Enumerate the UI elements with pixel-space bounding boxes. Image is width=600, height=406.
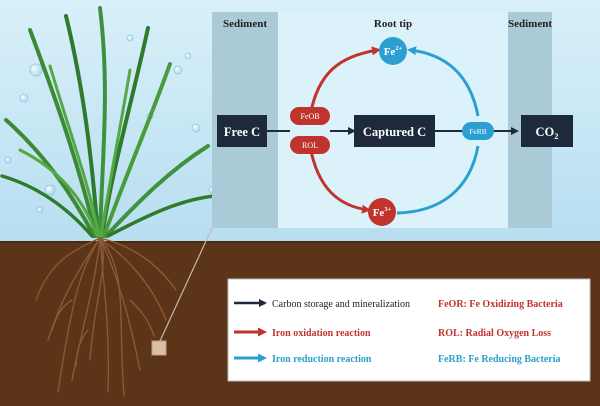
feob-badge-label: FeOB	[300, 112, 319, 121]
oxidation-arc-up	[308, 46, 381, 117]
legend-rol-text: ROL: Radial Oxygen Loss	[438, 328, 551, 339]
legend-feor-text: FeOR: Fe Oxidizing Bacteria	[438, 299, 563, 310]
fe2-circle	[379, 37, 407, 65]
fe3-circle	[368, 198, 396, 226]
feob-badge	[290, 107, 330, 125]
reduction-arc-lower	[396, 145, 480, 215]
ferb-badge	[462, 122, 494, 140]
node-free-c-label: Free C	[224, 125, 260, 139]
oxidation-arc-down	[308, 145, 371, 214]
fe3-base-text: Fe	[373, 207, 385, 219]
zone-label-center: Root tip	[374, 18, 412, 30]
node-free-c-box	[217, 115, 267, 147]
node-co2-box	[521, 115, 573, 147]
fe2-base-text: Fe	[384, 46, 396, 58]
fe2-superscript: 2+	[395, 45, 402, 52]
co2-base-text: CO	[536, 125, 555, 139]
ferb-badge-label: FeRB	[469, 127, 487, 136]
rol-badge-label: ROL	[302, 141, 318, 150]
zone-label-left: Sediment	[223, 18, 267, 30]
legend-reduction-text: Iron reduction reaction	[272, 354, 372, 365]
node-captured-c-label: Captured C	[363, 125, 426, 139]
node-co2-label: CO2	[536, 125, 559, 141]
zoom-connector-line	[159, 227, 213, 342]
node-captured-c-box	[354, 115, 435, 147]
legend-ferb-text: FeRB: Fe Reducing Bacteria	[438, 354, 560, 365]
co2-subscript: 2	[554, 131, 558, 141]
root-zoom-marker	[151, 340, 167, 356]
zone-label-right: Sediment	[508, 18, 552, 30]
legend-carbon-text: Carbon storage and mineralization	[272, 299, 410, 310]
fe3-label: Fe3+	[373, 206, 392, 219]
rol-badge	[290, 136, 330, 154]
legend-oxidation-text: Iron oxidation reaction	[272, 328, 371, 339]
fe2-label: Fe2+	[384, 45, 403, 58]
reduction-arc-upper	[407, 46, 480, 117]
legend-box	[227, 278, 591, 382]
fe3-superscript: 3+	[384, 206, 391, 213]
seagrass-roots	[35, 237, 177, 397]
seagrass-plant	[0, 6, 216, 238]
